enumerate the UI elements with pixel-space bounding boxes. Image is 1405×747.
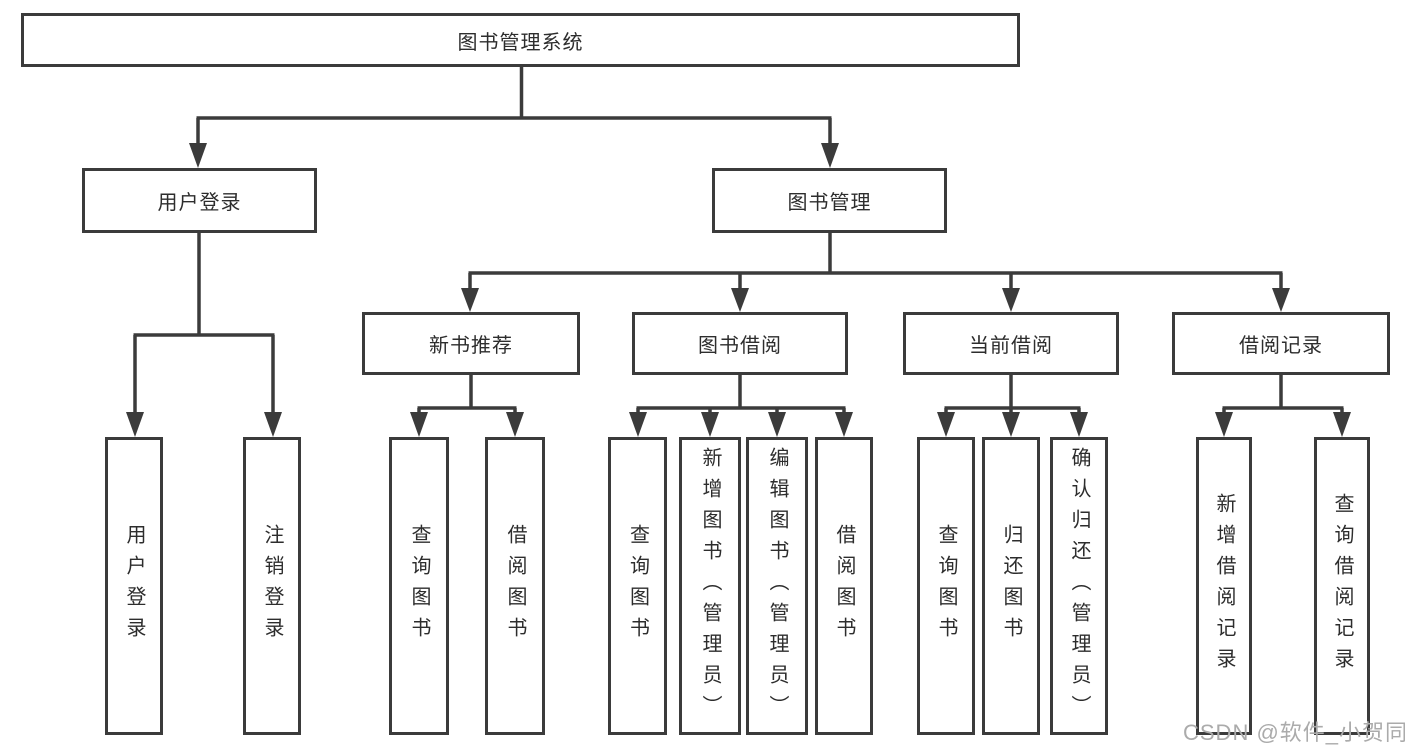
node-label: 新书推荐 [429, 335, 513, 357]
connector-root-to-level2 [189, 67, 839, 168]
leaf-user-login: 用户登录 [105, 437, 163, 735]
node-current-borrowing: 当前借阅 [903, 312, 1119, 375]
node-label: 图书借阅 [698, 335, 782, 357]
node-label: 当前借阅 [969, 335, 1053, 357]
node-label: 新增借阅记录 [1213, 493, 1235, 679]
node-label: 查询图书 [626, 524, 649, 648]
node-label: 查询图书 [408, 524, 430, 648]
node-label: 查询图书 [935, 524, 957, 648]
node-book-management: 图书管理 [712, 168, 947, 233]
node-label: 图书管理 [787, 192, 872, 214]
node-label: 用户登录 [123, 524, 145, 648]
leaf-add-books-admin: 新增图书（管理员） [679, 437, 741, 735]
connector-borrow-record-branch [1215, 375, 1351, 437]
connector-user-login-branch [126, 233, 282, 437]
node-label: 借阅记录 [1239, 335, 1323, 357]
leaf-borrow-books: 借阅图书 [815, 437, 873, 735]
connector-new-book-branch [410, 375, 524, 437]
node-label: 用户登录 [157, 192, 242, 214]
node-label: 注销登录 [261, 524, 283, 648]
node-label: 归还图书 [1000, 524, 1022, 648]
leaf-add-borrow-record: 新增借阅记录 [1196, 437, 1252, 735]
connector-book-borrow-branch [629, 375, 853, 437]
node-book-borrowing: 图书借阅 [632, 312, 848, 375]
node-label: 图书管理系统 [457, 31, 584, 54]
node-label: 查询借阅记录 [1331, 493, 1353, 679]
leaf-edit-books-admin: 编辑图书（管理员） [746, 437, 808, 735]
leaf-query-books-recommend: 查询图书 [389, 437, 449, 735]
node-label: 借阅图书 [504, 524, 526, 648]
leaf-query-books-current: 查询图书 [917, 437, 975, 735]
node-borrowing-records: 借阅记录 [1172, 312, 1390, 375]
node-user-login: 用户登录 [82, 168, 317, 233]
leaf-logout: 注销登录 [243, 437, 301, 735]
node-new-book-recommend: 新书推荐 [362, 312, 580, 375]
node-label: 新增图书（管理员） [699, 446, 721, 726]
leaf-query-books-borrow: 查询图书 [608, 437, 667, 735]
csdn-watermark: CSDN @软件_小贺同学 [1183, 720, 1405, 745]
node-library-management-system: 图书管理系统 [21, 13, 1020, 67]
node-label: 编辑图书（管理员） [766, 446, 788, 726]
node-label: 借阅图书 [833, 524, 855, 648]
connector-current-borrow-branch [937, 375, 1088, 437]
leaf-return-books: 归还图书 [982, 437, 1040, 735]
leaf-borrow-books-recommend: 借阅图书 [485, 437, 545, 735]
leaf-query-borrow-record: 查询借阅记录 [1314, 437, 1370, 735]
leaf-confirm-return-admin: 确认归还（管理员） [1050, 437, 1108, 735]
connector-book-mgmt-branch [461, 233, 1290, 312]
node-label: 确认归还（管理员） [1068, 446, 1090, 726]
